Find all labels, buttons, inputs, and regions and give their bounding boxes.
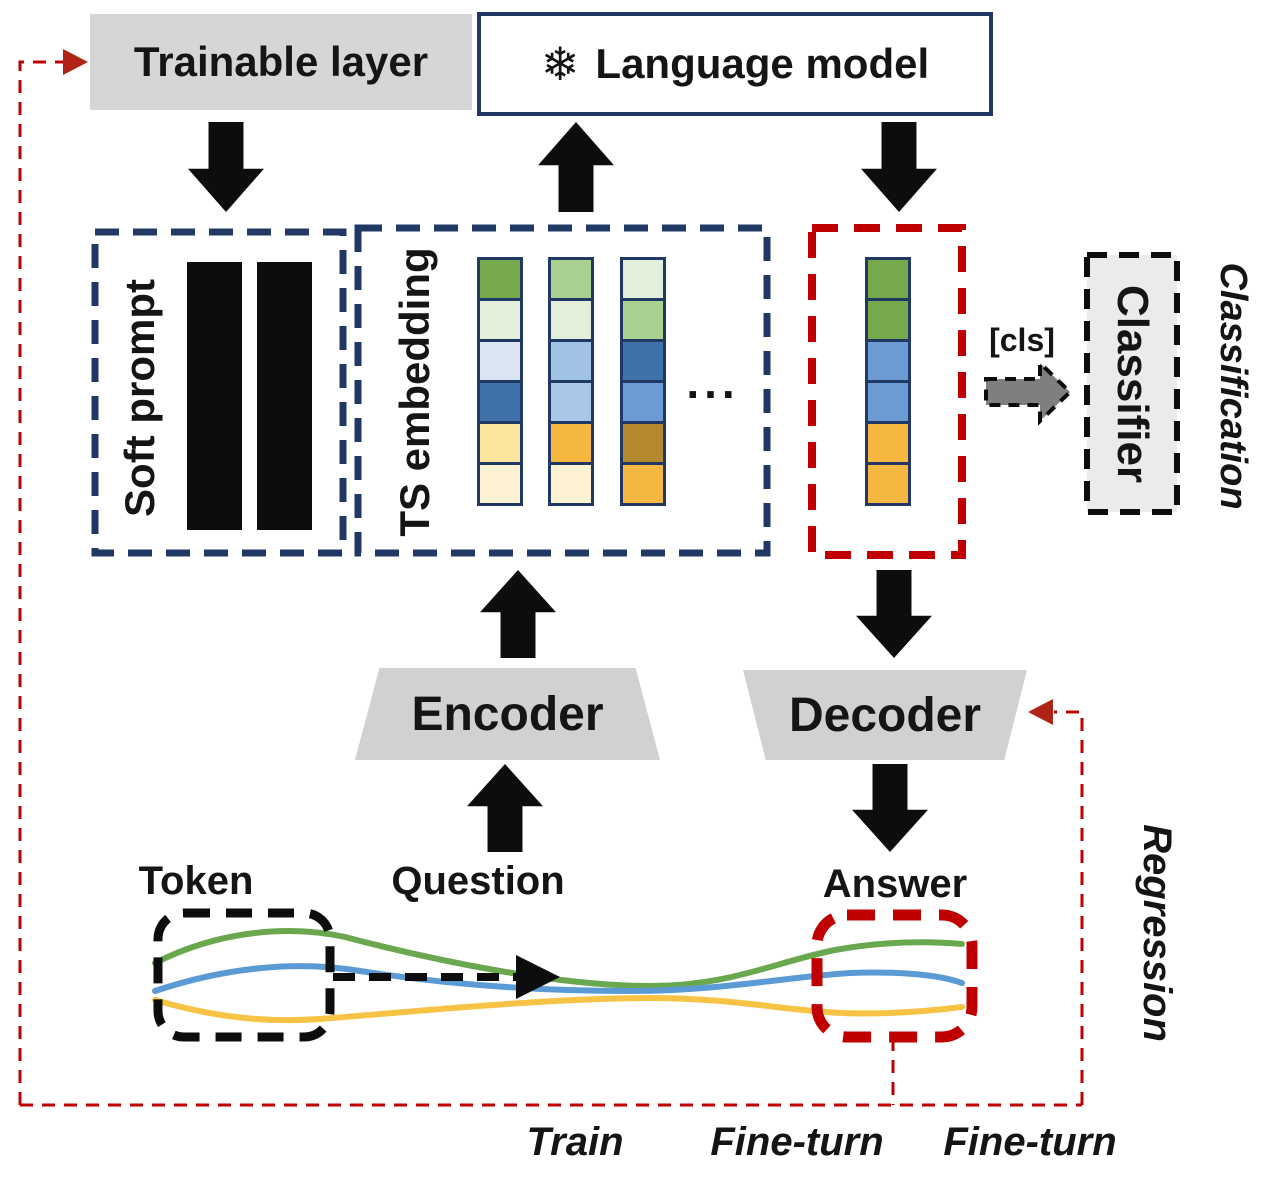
embedding-cell — [548, 339, 594, 383]
classifier-label: Classifier — [1108, 284, 1157, 484]
answer-window-box — [811, 909, 978, 1043]
embedding-cell — [620, 339, 666, 383]
ts-embedding-label: TS embedding — [391, 247, 438, 537]
trainable-layer-box: Trainable layer — [90, 14, 472, 110]
embedding-cell — [477, 257, 523, 301]
embedding-cell — [477, 380, 523, 424]
embedding-cell — [620, 380, 666, 424]
fine-turn-left-label: Fine-turn — [710, 1120, 884, 1164]
embedding-cell — [620, 462, 666, 506]
regression-side-label: Regression — [1135, 824, 1179, 1042]
embedding-cell — [620, 257, 666, 301]
curve-green — [152, 928, 965, 990]
answer-label: Answer — [822, 862, 968, 906]
encoder-label: Encoder — [411, 687, 604, 741]
token-shift-arrowhead — [516, 955, 560, 999]
language-model-box: ❄ Language model — [477, 12, 993, 116]
encoder-block: Encoder — [355, 668, 660, 760]
embedding-cell — [477, 421, 523, 465]
classification-side-label: Classification — [1212, 262, 1254, 510]
embedding-cell — [865, 339, 911, 383]
decoder-feedback-line — [1054, 710, 1084, 1105]
output-embedding-column — [865, 257, 911, 506]
embedding-cell — [548, 380, 594, 424]
embedding-column-1 — [477, 257, 523, 506]
cls-token-label: [cls] — [989, 322, 1055, 358]
token-label: Token — [138, 859, 254, 903]
curve-blue — [152, 963, 965, 995]
language-model-label: Language model — [595, 40, 930, 87]
fine-turn-right-label: Fine-turn — [943, 1120, 1117, 1164]
embedding-column-2 — [548, 257, 594, 506]
trainable-layer-label: Trainable layer — [133, 38, 429, 85]
soft-prompt-bar — [187, 262, 242, 530]
embedding-cell — [865, 421, 911, 465]
token-window-box — [153, 908, 335, 1042]
ts-embedding-box — [354, 224, 771, 557]
soft-prompt-label: Soft prompt — [116, 279, 163, 517]
embedding-cell — [548, 298, 594, 342]
train-feedback-line — [18, 60, 63, 1105]
embedding-cell — [865, 380, 911, 424]
embedding-cell — [548, 257, 594, 301]
embedding-cell — [477, 339, 523, 383]
embedding-cell — [865, 462, 911, 506]
decoder-feedback-arrowhead — [1028, 699, 1053, 725]
train-stage-label: Train — [526, 1120, 624, 1164]
cls-arrow — [984, 358, 1073, 426]
embedding-cell — [477, 462, 523, 506]
train-feedback-arrowhead — [63, 49, 88, 75]
decoder-label: Decoder — [788, 688, 982, 742]
question-label: Question — [391, 859, 565, 903]
snowflake-icon: ❄ — [540, 38, 580, 90]
embedding-cell — [548, 462, 594, 506]
classifier-box — [1084, 252, 1180, 515]
embedding-cell — [620, 298, 666, 342]
embedding-cell — [620, 421, 666, 465]
soft-prompt-box — [91, 228, 347, 557]
output-embedding-box — [808, 224, 966, 559]
curve-yellow — [152, 994, 965, 1024]
embedding-cell — [548, 421, 594, 465]
embedding-ellipsis: ... — [686, 356, 740, 408]
embedding-cell — [865, 257, 911, 301]
embedding-cell — [865, 298, 911, 342]
decoder-block: Decoder — [743, 670, 1027, 760]
embedding-cell — [477, 298, 523, 342]
embedding-column-3 — [620, 257, 666, 506]
soft-prompt-bar — [257, 262, 312, 530]
